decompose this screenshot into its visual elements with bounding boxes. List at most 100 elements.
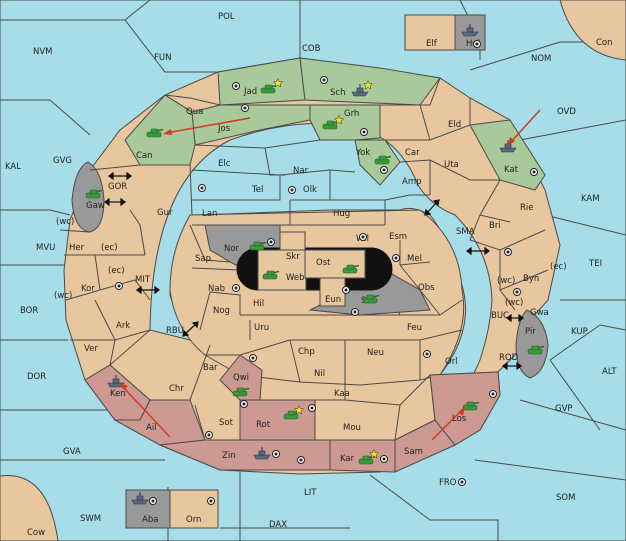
territory-grh[interactable]: Grh xyxy=(309,104,381,141)
supply-center-dot xyxy=(249,354,257,362)
label-ost: Ost xyxy=(316,258,331,268)
double-arrow-icon-sma xyxy=(424,199,440,216)
territory-pir[interactable]: Pir xyxy=(515,309,549,379)
supply-center-dot xyxy=(392,254,400,262)
label-amp: Amp xyxy=(402,177,422,187)
label-mou: Mou xyxy=(343,423,361,433)
red-arrow-icon-ail-ken xyxy=(119,383,171,438)
label-mit: MIT xyxy=(135,275,151,285)
supply-center-dot xyxy=(297,456,305,464)
territory-qwi[interactable]: Qwi xyxy=(219,354,263,401)
double-arrow-icon-mit xyxy=(136,285,160,295)
label-bor: BOR xyxy=(20,306,38,316)
label-kar: Kar xyxy=(340,454,355,464)
supply-center-dot xyxy=(380,166,388,174)
double-arrow-icon-rod xyxy=(502,361,522,371)
label-nom: NOM xyxy=(531,54,551,64)
supply-centers xyxy=(115,40,538,505)
label-gwa: Gwa xyxy=(530,308,549,318)
label-neu: Neu xyxy=(367,348,384,358)
label-kor: Kor xyxy=(81,284,95,294)
territory-elf[interactable]: Elf xyxy=(404,14,456,51)
label-gor: GOR xyxy=(108,182,127,192)
label-cow: Cow xyxy=(27,528,45,538)
territory-zin[interactable]: Zin xyxy=(158,439,331,471)
label-esm: Esm xyxy=(389,232,407,242)
label-rie: Rie xyxy=(520,203,534,213)
label-cob: COB xyxy=(302,44,321,54)
territory-sch[interactable]: Sch xyxy=(299,57,441,106)
label-swm: SWM xyxy=(80,514,101,524)
label-skr: Skr xyxy=(286,252,300,262)
supply-center-dot xyxy=(205,431,213,439)
label-sap: Sap xyxy=(195,254,211,264)
supply-center-dot xyxy=(198,184,206,192)
label-ver: Ver xyxy=(84,344,98,354)
label-tei: TEI xyxy=(588,259,602,269)
label-fun: FUN xyxy=(154,53,171,63)
territory-aba[interactable]: Aba xyxy=(125,489,171,529)
supply-center-dot xyxy=(473,40,481,48)
supply-center-dot xyxy=(360,128,368,136)
label-jos: Jos xyxy=(217,124,231,134)
supply-center-dot xyxy=(308,404,316,412)
territory-kat[interactable]: Kat xyxy=(469,119,546,191)
label-rod: ROD xyxy=(499,353,519,363)
label-nar: Nar xyxy=(293,166,309,176)
supply-center-dot xyxy=(272,450,280,458)
label-nab: Nab xyxy=(208,284,225,294)
supply-center-dot xyxy=(513,288,521,296)
label-dor: DOR xyxy=(27,372,46,382)
label-orl: Orl xyxy=(445,357,458,367)
label-con: Con xyxy=(596,38,613,48)
label-jad: Jad xyxy=(243,87,257,97)
label-eld: Eld xyxy=(448,120,461,130)
label-kat: Kat xyxy=(504,165,519,175)
label-som: SOM xyxy=(556,493,575,503)
label-gvp: GVP xyxy=(555,404,573,414)
convoy-links xyxy=(104,171,524,371)
double-arrow-icon-rbu xyxy=(182,321,199,337)
label-gur: Gur xyxy=(157,208,173,218)
supply-center-dot xyxy=(241,104,249,112)
order-arrows xyxy=(119,109,541,441)
label-lan: Lan xyxy=(202,209,217,219)
label-lit: LIT xyxy=(304,488,317,498)
label-gaw: Gaw xyxy=(86,201,105,211)
label-can: Can xyxy=(136,151,153,161)
supply-center-dot xyxy=(320,76,328,84)
label-aba: Aba xyxy=(142,515,158,525)
label-hil: Hil xyxy=(253,299,264,309)
label-alt: ALT xyxy=(602,367,617,377)
label-kup: KUP xyxy=(571,327,588,337)
supply-center-dot xyxy=(458,478,466,486)
label-ail: Ail xyxy=(146,423,157,433)
label-coast-ec-her: (ec) xyxy=(101,243,118,253)
label-sch: Sch xyxy=(330,88,345,98)
label-bar: Bar xyxy=(203,363,218,373)
label-car: Car xyxy=(405,148,420,158)
label-feu: Feu xyxy=(407,323,422,333)
supply-center-dot xyxy=(380,455,388,463)
label-coast-wc-kor: (wc) xyxy=(54,291,72,301)
double-arrow-icon-gor xyxy=(108,171,132,181)
red-arrow-icon-jos-can xyxy=(163,117,251,135)
territory-orn[interactable]: Orn xyxy=(169,489,219,529)
supply-center-dot xyxy=(489,390,497,398)
supply-center-dot xyxy=(149,497,157,505)
label-orn: Orn xyxy=(186,515,201,525)
supply-center-dot xyxy=(288,186,296,194)
label-nog: Nog xyxy=(213,306,230,316)
coast-labels: (wc) (ec) (ec) (wc) (wc) (ec) (wc) xyxy=(54,217,567,308)
supply-center-dot xyxy=(207,497,215,505)
label-grh: Grh xyxy=(344,109,359,119)
supply-center-dot xyxy=(423,350,431,358)
red-arrow-icon-ovd-kat xyxy=(508,109,541,146)
land-labels: Qua Eld Car Elc Nar Uta Tel Olk Amp Gur … xyxy=(69,107,549,433)
label-hug: Hug xyxy=(333,209,350,219)
label-kaa: Kaa xyxy=(334,389,350,399)
label-chr: Chr xyxy=(169,384,184,394)
label-sot: Sot xyxy=(219,418,234,428)
territory-rot[interactable]: Rot xyxy=(239,399,316,441)
label-chp: Chp xyxy=(298,347,315,357)
